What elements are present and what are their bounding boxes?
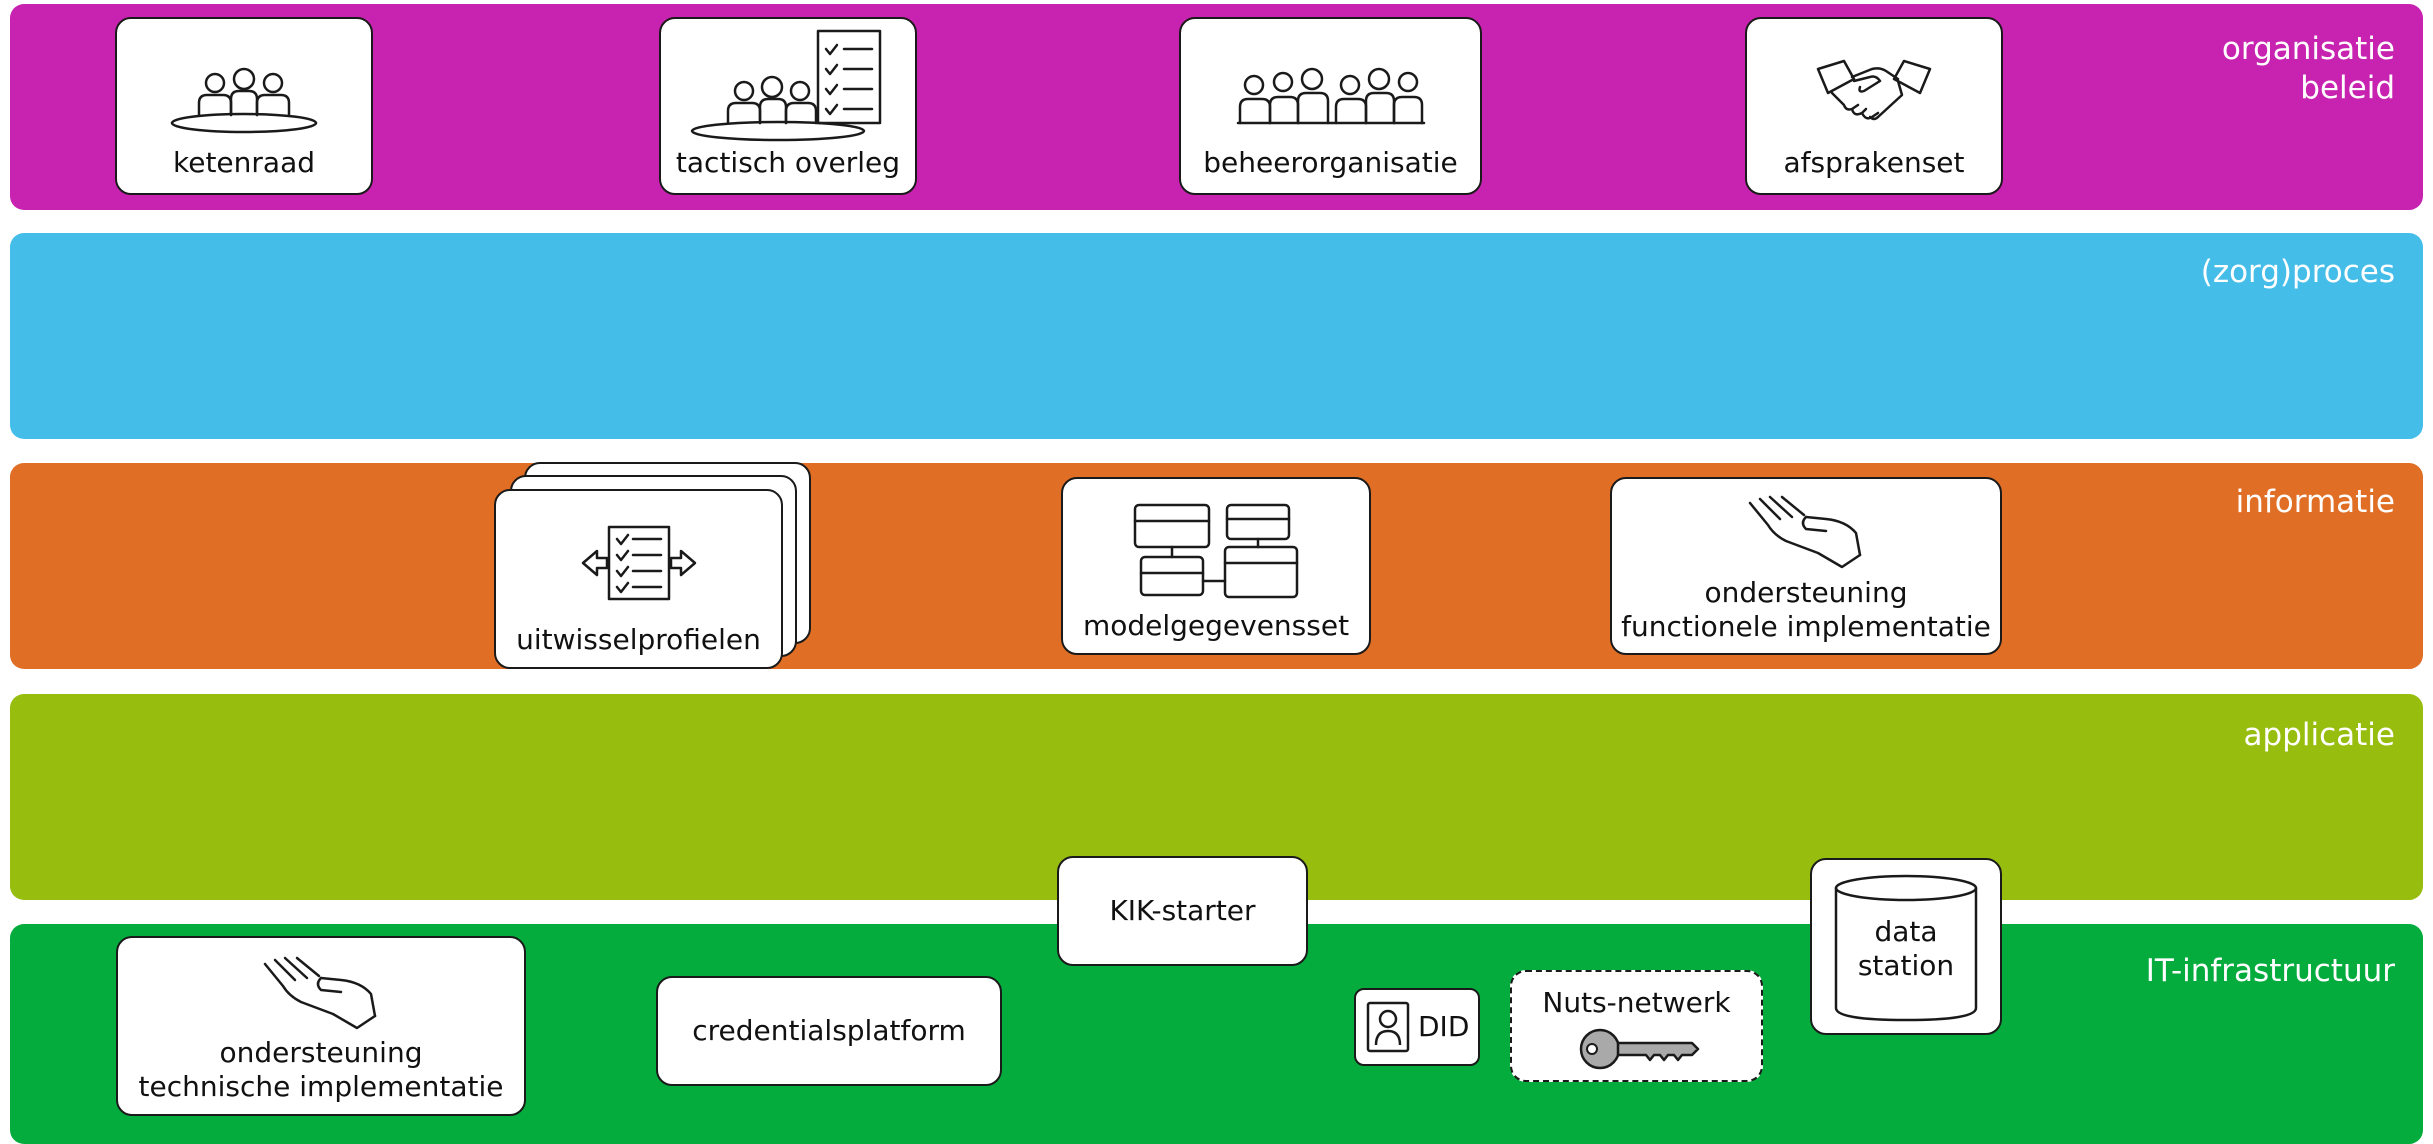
layer-label-applicatie: applicatie	[2243, 717, 2395, 753]
card-label-kik-starter: KIK-starter	[1109, 894, 1256, 927]
card-label-data-station-line1: data	[1874, 915, 1938, 948]
card-label-ondersteuning-functioneel: ondersteuning functionele implementatie	[1612, 576, 2000, 643]
card-afsprakenset[interactable]: afsprakenset	[1745, 17, 2003, 195]
card-label-ondersteuning-technisch-line1: ondersteuning	[219, 1036, 423, 1069]
card-label-nuts-netwerk: Nuts-netwerk	[1542, 986, 1731, 1019]
card-data-station[interactable]: data station	[1810, 858, 2002, 1035]
layer-label-organisatie-line2: beleid	[2300, 69, 2395, 106]
meeting-checklist-icon	[690, 29, 882, 142]
key-icon	[1579, 1028, 1700, 1070]
helping-hand-icon	[263, 956, 377, 1030]
card-nuts-netwerk[interactable]: Nuts-netwerk	[1510, 970, 1763, 1082]
card-label-data-station-line2: station	[1857, 948, 1955, 982]
card-label-ondersteuning-functioneel-line1: ondersteuning	[1704, 576, 1908, 609]
card-beheerorganisatie[interactable]: beheerorganisatie	[1179, 17, 1482, 195]
group-icon	[1236, 67, 1425, 125]
card-modelgegevensset[interactable]: modelgegevensset	[1061, 477, 1371, 655]
card-kik-starter[interactable]: KIK-starter	[1057, 856, 1308, 966]
data-model-icon	[1133, 503, 1299, 599]
card-ondersteuning-functioneel[interactable]: ondersteuning functionele implementatie	[1610, 477, 2002, 655]
database-icon	[1834, 874, 1978, 1022]
layer-label-proces: (zorg)proces	[2200, 254, 2395, 290]
card-uitwisselprofielen[interactable]: uitwisselprofielen	[494, 489, 783, 669]
layer-proces: (zorg)proces	[10, 233, 2423, 439]
card-did[interactable]: DID	[1354, 988, 1480, 1066]
exchange-checklist-icon	[581, 525, 696, 601]
layer-label-organisatie: organisatie beleid	[2222, 30, 2395, 108]
card-label-data-station: data station	[1812, 915, 2000, 982]
card-label-tactisch-overleg: tactisch overleg	[675, 146, 901, 179]
layer-label-organisatie-line1: organisatie	[2221, 31, 2395, 67]
card-label-ondersteuning-functioneel-line2: functionele implementatie	[1621, 609, 1991, 643]
layer-label-infrastructuur: IT-infrastructuur	[2145, 953, 2395, 989]
card-label-modelgegevensset: modelgegevensset	[1082, 609, 1350, 642]
card-label-credentialsplatform: credentialsplatform	[692, 1014, 966, 1047]
card-label-ondersteuning-technisch-line2: technische implementatie	[138, 1069, 504, 1103]
card-label-did: DID	[1418, 1010, 1470, 1043]
id-card-icon	[1366, 1001, 1410, 1053]
layer-label-informatie: informatie	[2235, 484, 2395, 520]
card-ketenraad[interactable]: ketenraad	[115, 17, 373, 195]
handshake-icon	[1816, 59, 1932, 121]
helping-hand-icon	[1748, 495, 1862, 569]
card-ondersteuning-technisch[interactable]: ondersteuning technische implementatie	[116, 936, 526, 1116]
card-tactisch-overleg[interactable]: tactisch overleg	[659, 17, 917, 195]
meeting-table-icon	[170, 67, 318, 134]
card-label-ondersteuning-technisch: ondersteuning technische implementatie	[118, 1036, 524, 1103]
card-label-beheerorganisatie: beheerorganisatie	[1203, 146, 1458, 179]
card-credentialsplatform[interactable]: credentialsplatform	[656, 976, 1002, 1086]
card-label-afsprakenset: afsprakenset	[1783, 146, 1965, 179]
card-label-ketenraad: ketenraad	[173, 146, 315, 179]
card-label-uitwisselprofielen: uitwisselprofielen	[516, 623, 761, 656]
